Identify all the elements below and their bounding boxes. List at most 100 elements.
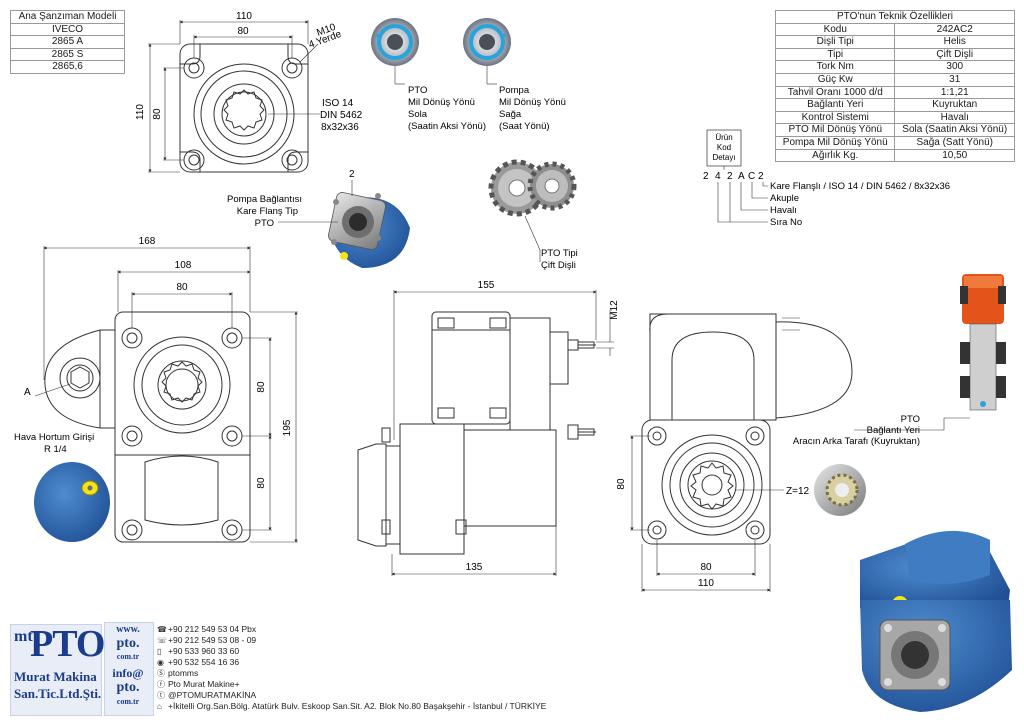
technical-drawing: 110 80 110 80 M10 4 Yerde ISO 14 DIN 546… <box>14 11 1010 608</box>
label-a: A <box>24 387 31 398</box>
dim-80-top: 80 <box>237 26 249 37</box>
dim-80-lower: 80 <box>256 477 267 489</box>
code-legend-control: Havalı <box>770 205 797 216</box>
contact-fax[interactable]: ☏+90 212 549 53 08 - 09 <box>157 635 257 645</box>
spec-value: 10,50 <box>894 148 1015 163</box>
svg-text:Sola: Sola <box>408 109 428 120</box>
mounting-detail: Aracın Arka Tarafı (Kuyruktan) <box>793 436 920 447</box>
svg-text:Mil Dönüş Yönü: Mil Dönüş Yönü <box>499 97 566 108</box>
model-row: 2865,6 <box>10 60 125 74</box>
contact-twitter[interactable]: ⓣ@PTOMURATMAKİNA <box>157 690 257 700</box>
svg-text:2: 2 <box>727 171 733 182</box>
svg-text:Detayı: Detayı <box>712 153 735 162</box>
dim-108: 108 <box>175 260 192 271</box>
pto-rotation-label: PTO Mil Dönüş Yönü Sola (Saatin Aksi Yön… <box>408 85 486 132</box>
pto-product-photo-lower <box>860 600 1012 712</box>
spline-teeth-label: Z=12 <box>786 486 810 497</box>
whatsapp-icon: ◉ <box>157 658 164 667</box>
logo-pto: PTO <box>30 623 105 665</box>
gear-type-label: PTO Tipi <box>541 248 578 259</box>
flange-top-view <box>179 43 309 173</box>
contact-mobile-2[interactable]: ◉+90 532 554 16 36 <box>157 657 240 667</box>
email-comtr[interactable]: com.tr <box>116 697 140 706</box>
email-info[interactable]: info@ <box>112 666 144 680</box>
mounting-location: Bağlantı Yeri <box>867 425 920 436</box>
svg-text:2: 2 <box>758 171 764 182</box>
svg-text:4: 4 <box>715 171 721 182</box>
dim-80-rear-v: 80 <box>616 478 627 490</box>
spline-size: 8x32x36 <box>321 122 359 133</box>
mounting-title: PTO <box>901 414 920 425</box>
air-inlet-label: Hava Hortum Girişi <box>14 432 94 443</box>
dim-110-left: 110 <box>135 104 146 120</box>
mobile-icon: ▯ <box>157 647 162 656</box>
svg-text:(Saatin Aksi Yönü): (Saatin Aksi Yönü) <box>408 121 486 132</box>
logo-mt: mt <box>14 628 33 645</box>
svg-text:(Saat Yönü): (Saat Yönü) <box>499 121 550 132</box>
pump-connection-pto: PTO <box>255 218 274 229</box>
dim-110-top: 110 <box>236 11 252 22</box>
web-www[interactable]: www. <box>116 624 140 635</box>
email-pto[interactable]: pto. <box>116 680 140 695</box>
pump-rotation-disc-icon <box>463 18 511 66</box>
contact-mobile-1[interactable]: ▯+90 533 960 33 60 <box>157 646 240 656</box>
air-inlet-thread: R 1/4 <box>44 444 67 455</box>
pump-connection-label: Pompa Bağlantısı <box>227 194 302 205</box>
company-logo <box>10 624 102 716</box>
logo-company-name: Murat Makina <box>14 669 97 684</box>
svg-text:Ürün: Ürün <box>715 133 732 142</box>
svg-text:2: 2 <box>703 171 709 182</box>
spline-din: DIN 5462 <box>320 110 363 121</box>
spline-iso: ISO 14 <box>322 98 354 109</box>
model-table: Ana Şanzıman Modeli IVECO 2865 A 2865 S … <box>10 10 125 74</box>
pump-rotation-label: Pompa Mil Dönüş Yönü Sağa (Saat Yönü) <box>499 85 566 132</box>
output-shaft-photo <box>814 464 866 516</box>
website-badge <box>104 622 154 716</box>
fax-icon: ☏ <box>157 636 168 645</box>
tech-spec-row: Ağırlık Kg.10,50 <box>774 148 1015 163</box>
side-view <box>357 311 596 555</box>
code-legend-seq: Sıra No <box>770 217 802 228</box>
web-comtr[interactable]: com.tr <box>116 652 140 661</box>
svg-text:Pompa: Pompa <box>499 85 530 96</box>
logo-company-type: San.Tic.Ltd.Şti. <box>14 686 102 701</box>
code-legend-coupling: Akuple <box>770 193 799 204</box>
svg-text:Kod: Kod <box>717 143 731 152</box>
phone-icon: ☎ <box>157 625 167 634</box>
dim-80-front: 80 <box>176 282 188 293</box>
dim-80-left: 80 <box>152 108 163 120</box>
location-icon: ⌂ <box>157 702 162 711</box>
dim-155: 155 <box>478 280 495 291</box>
dim-80-rear-h: 80 <box>700 562 712 573</box>
svg-text:PTO: PTO <box>408 85 427 96</box>
facebook-icon: ⓕ <box>157 680 165 689</box>
pto-rotation-disc-icon <box>371 18 419 66</box>
product-code-chars: 2 4 2 A C 2 <box>703 171 764 182</box>
pump-connection-type: Kare Flanş Tip <box>237 206 298 217</box>
contact-phone-pbx[interactable]: ☎+90 212 549 53 04 Pbx <box>157 624 257 634</box>
web-pto[interactable]: pto. <box>116 636 140 651</box>
dim-195: 195 <box>282 419 293 436</box>
contact-address: ⌂+İkitelli Org.San.Bölg. Atatürk Bulv. E… <box>157 701 547 711</box>
pump-connection-number: 2 <box>349 169 355 180</box>
air-inlet-photo <box>34 462 110 542</box>
rear-view <box>641 313 853 545</box>
truck-icon <box>960 274 1006 411</box>
m12-label: M12 <box>609 300 620 320</box>
code-legend-flange: Kare Flanşlı / ISO 14 / DIN 5462 / 8x32x… <box>770 181 950 192</box>
dim-168: 168 <box>139 236 156 247</box>
pump-flange-photo <box>328 192 410 268</box>
gear-type-value: Çift Dişli <box>541 260 576 271</box>
product-code-box: Ürün Kod Detayı <box>706 129 742 167</box>
pto-product-photo <box>860 530 1010 608</box>
dim-110-rear-h: 110 <box>698 578 714 589</box>
